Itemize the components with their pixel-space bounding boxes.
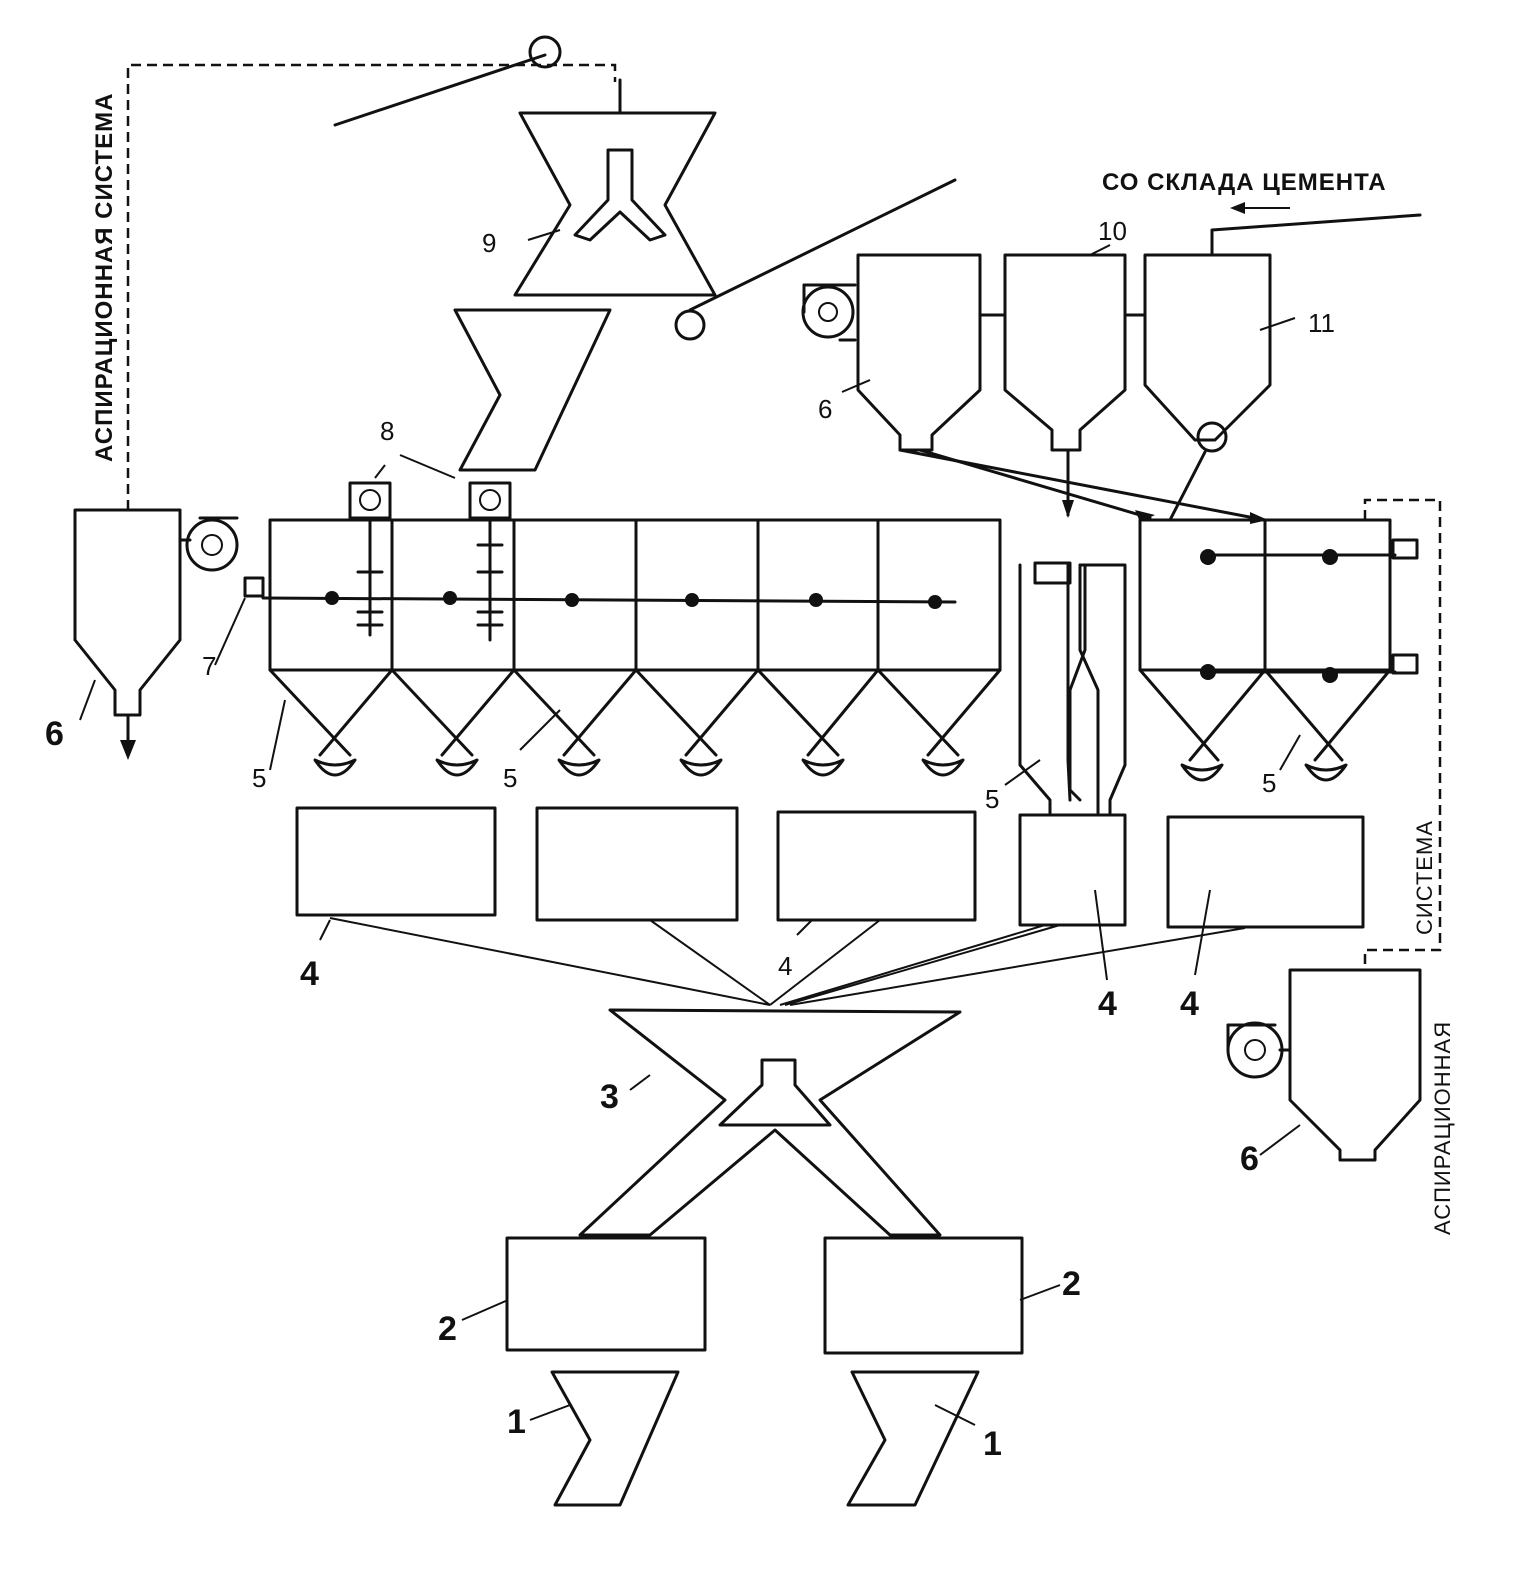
label-1-left: 1 xyxy=(507,1403,526,1441)
label-6-right: 6 xyxy=(1240,1140,1259,1178)
bunker-block-right xyxy=(1138,518,1419,782)
level-indicator-line-7 xyxy=(243,576,957,609)
cement-hopper-pair xyxy=(1018,561,1127,817)
top-belt-conveyor xyxy=(333,35,957,341)
discharge-chutes-1 xyxy=(550,1370,980,1507)
fan-left xyxy=(178,516,239,572)
fan-right xyxy=(1226,1021,1292,1079)
collecting-funnel-3 xyxy=(329,917,1246,1237)
label-2-left: 2 xyxy=(438,1310,457,1348)
leader-lines xyxy=(79,229,1301,1426)
label-6-silo: 6 xyxy=(818,394,832,424)
label-3: 3 xyxy=(600,1078,619,1116)
caption-aspiration-right-2: СИСТЕМА xyxy=(1412,820,1437,935)
label-11: 11 xyxy=(1308,308,1335,338)
cement-silos xyxy=(856,202,1422,453)
aspiration-line-left xyxy=(126,63,617,510)
dust-collector-left xyxy=(73,508,182,760)
label-5-d: 5 xyxy=(1262,768,1276,798)
label-7: 7 xyxy=(202,651,216,681)
label-9: 9 xyxy=(482,228,496,258)
fan-silo xyxy=(801,283,857,342)
cement-feed-lines xyxy=(898,448,1268,524)
label-4-c: 4 xyxy=(1098,985,1117,1023)
label-4-b: 4 xyxy=(778,951,792,981)
caption-aspiration-right-1: АСПИРАЦИОННАЯ xyxy=(1430,1021,1455,1235)
distributor-9 xyxy=(513,78,717,297)
mixers-2 xyxy=(505,1236,1024,1355)
caption-aspiration-left: АСПИРАЦИОННАЯ СИСТЕМА xyxy=(91,93,118,462)
receiving-hopper xyxy=(453,308,612,472)
label-4-a: 4 xyxy=(300,955,319,993)
label-6-left: 6 xyxy=(45,715,64,753)
label-1-right: 1 xyxy=(983,1425,1002,1463)
dust-collector-right xyxy=(1288,968,1422,1162)
aspiration-line-right xyxy=(1363,498,1442,970)
label-5-a: 5 xyxy=(252,763,266,793)
caption-cement-source: СО СКЛАДА ЦЕМЕНТА xyxy=(1102,169,1387,196)
label-8: 8 xyxy=(380,416,394,446)
batchers-4 xyxy=(295,806,1365,929)
bunker-block-main xyxy=(268,518,1002,777)
rotary-distributors-8 xyxy=(348,454,512,642)
label-4-d: 4 xyxy=(1180,985,1199,1023)
label-2-right: 2 xyxy=(1062,1265,1081,1303)
label-5-c: 5 xyxy=(985,784,999,814)
label-10: 10 xyxy=(1098,216,1127,246)
label-5-b: 5 xyxy=(503,763,517,793)
